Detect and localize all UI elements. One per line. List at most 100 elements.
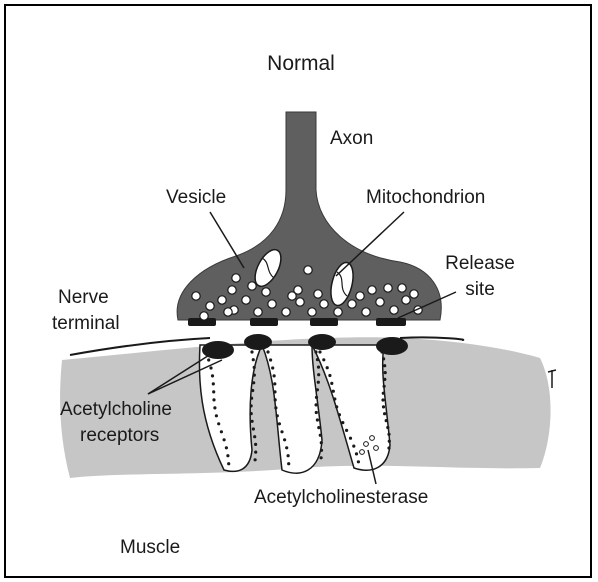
receptor-dot [250, 397, 253, 400]
receptor-dot [317, 373, 320, 376]
receptor-dot [251, 420, 254, 423]
receptor-dot [382, 357, 385, 360]
receptor-dot [253, 374, 256, 377]
receptor-dot [330, 382, 333, 385]
vesicle-circle [304, 266, 312, 274]
receptor-dot [333, 397, 336, 400]
receptor-dot [326, 366, 329, 369]
receptor-dot [357, 460, 360, 463]
vesicle-circle [368, 286, 376, 294]
receptor-dot [319, 434, 322, 437]
vesicle-circle [232, 274, 240, 282]
receptor-dot [287, 454, 290, 457]
receptor-dot [332, 390, 335, 393]
receptor-dot [250, 350, 253, 353]
receptor-dot [385, 419, 388, 422]
vesicle-circle [296, 298, 304, 306]
vesicle-circle [410, 290, 418, 298]
receptor-dot [285, 446, 288, 449]
nerve-terminal-label-line2: terminal [52, 312, 120, 335]
vesicle-circle [262, 288, 270, 296]
vesicle-circle [308, 308, 316, 316]
receptor-dot [355, 452, 358, 455]
receptor-dot [227, 462, 230, 465]
receptor-dot [252, 427, 255, 430]
cluster-2 [244, 334, 272, 350]
receptor-dot [266, 350, 269, 353]
receptor-dot [273, 390, 276, 393]
receptor-dot [217, 422, 220, 425]
receptor-dot [250, 412, 253, 415]
receptor-dot [287, 462, 290, 465]
cluster-3 [308, 334, 336, 350]
vesicle-circle [192, 292, 200, 300]
receptor-dot [382, 392, 385, 395]
receptor-dot [252, 358, 255, 361]
receptor-dot [269, 358, 272, 361]
receptor-dot [225, 446, 228, 449]
receptor-dot [211, 374, 214, 377]
vesicle-circle [390, 306, 398, 314]
receptor-dot [341, 421, 344, 424]
receptor-dot [254, 451, 257, 454]
release-site-4 [376, 318, 406, 326]
receptor-dot [273, 374, 276, 377]
receptor-dot [322, 358, 325, 361]
receptor-dot [207, 358, 210, 361]
vesicle-circle [242, 296, 250, 304]
receptor-dot [254, 458, 257, 461]
receptor-dot [382, 405, 385, 408]
release-site-2 [250, 318, 278, 326]
receptor-dot [316, 418, 319, 421]
receptor-dot [320, 456, 323, 459]
receptor-dot [280, 430, 283, 433]
vesicle-circle [224, 308, 232, 316]
receptor-dot [315, 396, 318, 399]
receptor-dot [383, 385, 386, 388]
receptor-dot [212, 382, 215, 385]
receptor-dot [320, 449, 323, 452]
receptor-dot [345, 429, 348, 432]
receptor-dot [276, 414, 279, 417]
receptor-dot [253, 366, 256, 369]
vesicle-circle [376, 298, 384, 306]
receptor-dot [335, 405, 338, 408]
receptor-dot [209, 366, 212, 369]
receptor-dot [383, 412, 386, 415]
axon-label: Axon [330, 127, 373, 150]
edge-tick [548, 370, 556, 388]
receptor-dot [315, 403, 318, 406]
vesicle-circle [320, 300, 328, 308]
receptor-dot [316, 358, 319, 361]
vesicle-circle [218, 296, 226, 304]
receptor-dot [318, 350, 321, 353]
receptor-dot [250, 404, 253, 407]
receptor-dot [388, 440, 391, 443]
receptor-dot [328, 374, 331, 377]
vesicle-circle [356, 292, 364, 300]
receptor-dot [387, 433, 390, 436]
receptor-dot [254, 443, 257, 446]
page-title: Normal [246, 52, 356, 75]
receptor-dot [384, 371, 387, 374]
vesicle-circle [288, 292, 296, 300]
vesicle-circle [362, 308, 370, 316]
acetylcholine-receptors-label-line2: receptors [80, 424, 159, 447]
vesicle-circle [228, 286, 236, 294]
receptor-dot [283, 438, 286, 441]
receptor-dot [274, 398, 277, 401]
vesicle-circle [384, 284, 392, 292]
receptor-dot [213, 406, 216, 409]
mitochondrion-label: Mitochondrion [366, 186, 485, 209]
receptor-dot [252, 381, 255, 384]
receptor-dot [317, 381, 320, 384]
acetylcholinesterase-label: Acetylcholinesterase [254, 486, 428, 509]
receptor-dot [278, 422, 281, 425]
vesicle-circle [268, 300, 276, 308]
vesicle-label: Vesicle [166, 186, 226, 209]
acetylcholine-receptors-label-line1: Acetylcholine [60, 398, 172, 421]
receptor-dot [316, 388, 319, 391]
receptor-dot [320, 441, 323, 444]
nerve-terminal-label-line1: Nerve [58, 286, 109, 309]
vesicle-circle [248, 282, 256, 290]
